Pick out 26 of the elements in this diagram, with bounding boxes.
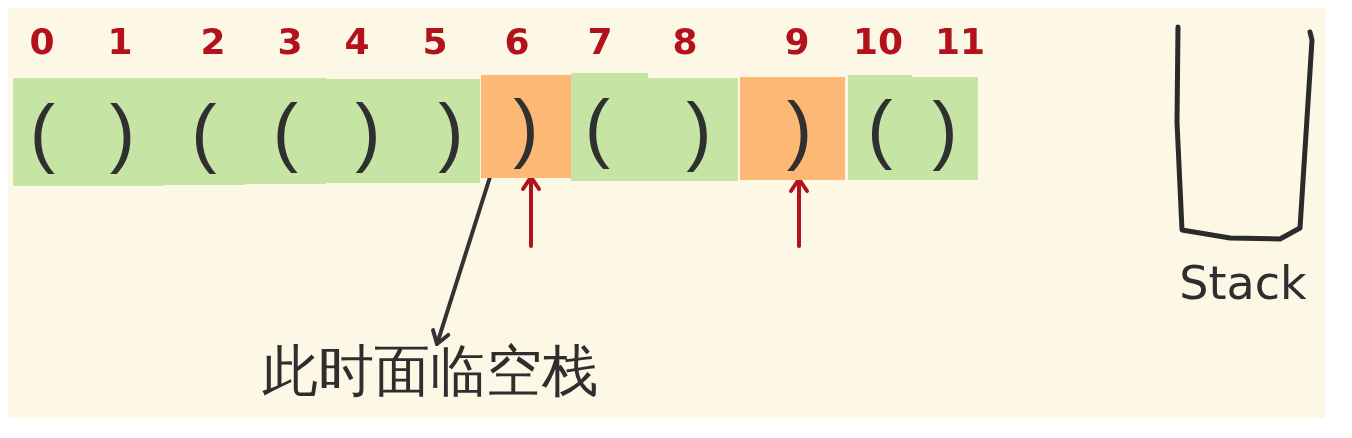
array-cell: ): [481, 75, 571, 178]
index-number: 4: [344, 24, 370, 60]
array-cell: ): [326, 79, 410, 183]
array-cell: ): [410, 79, 480, 183]
annotation-text: 此时面临空栈: [262, 343, 598, 399]
index-number: 3: [277, 24, 303, 60]
stack-label: Stack: [1179, 260, 1307, 306]
index-number: 5: [422, 24, 448, 60]
index-number: 1: [107, 24, 133, 60]
index-number: 8: [672, 24, 698, 60]
array-cell: (: [571, 73, 648, 181]
index-number: 7: [587, 24, 613, 60]
index-number: 2: [200, 24, 226, 60]
array-cell: (: [245, 78, 326, 184]
index-number: 0: [29, 24, 55, 60]
index-number: 11: [934, 24, 986, 60]
index-number: 10: [852, 24, 904, 60]
array-cell: ): [740, 77, 845, 180]
array-cell: (: [848, 75, 912, 180]
array-cell: (: [13, 78, 82, 186]
array-cell: ): [648, 78, 738, 181]
array-cell: ): [912, 77, 978, 180]
index-number: 9: [784, 24, 810, 60]
index-number: 6: [504, 24, 530, 60]
array-cell: ): [82, 78, 163, 186]
array-cell: (: [163, 78, 245, 185]
